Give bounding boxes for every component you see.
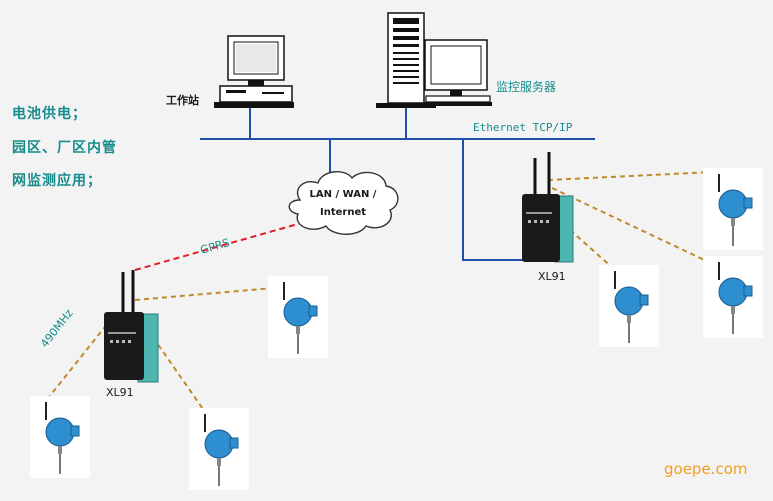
sensor-icon xyxy=(283,282,318,354)
sensor-icon xyxy=(204,414,239,486)
cloud-shape xyxy=(288,171,399,235)
cloud-line-1: LAN / WAN / xyxy=(309,189,377,200)
sensor-node-5 xyxy=(703,256,763,338)
gateway-left-icon xyxy=(104,270,159,383)
radio-link-1 xyxy=(134,286,286,301)
sensor-node-6 xyxy=(599,265,659,347)
side-note-2: 园区、厂区内管 xyxy=(12,140,117,156)
sensor-icon xyxy=(45,402,80,474)
gateway-right-icon xyxy=(522,152,574,263)
sensor-node-4 xyxy=(703,168,763,250)
cloud-label: LAN / WAN / Internet xyxy=(288,186,398,222)
sensor-node-1 xyxy=(268,276,328,358)
sensor-node-2 xyxy=(30,396,90,478)
side-note-3: 网监测应用； xyxy=(12,173,102,189)
server-label: 监控服务器 xyxy=(496,80,557,94)
sensor-icon xyxy=(718,174,753,246)
radio-link-5 xyxy=(551,187,716,266)
radio-link-6 xyxy=(549,211,616,271)
ethernet-label: Ethernet TCP/IP xyxy=(473,121,573,134)
server-icon xyxy=(376,12,492,108)
gateway-right-label: XL91 xyxy=(538,270,566,283)
sensor-node-3 xyxy=(189,408,249,490)
gateway-left-label: XL91 xyxy=(106,386,134,399)
radio-link-3 xyxy=(147,329,206,413)
workstation-icon xyxy=(214,35,294,108)
sensor-icon xyxy=(718,262,753,334)
sensor-icon xyxy=(614,271,649,343)
cloud-line-2: Internet xyxy=(319,207,366,218)
watermark: goepe.com xyxy=(664,460,748,478)
right-gateway-link xyxy=(462,139,532,261)
radio-link-4 xyxy=(547,171,714,181)
workstation-label: 工作站 xyxy=(166,94,199,107)
side-note-1: 电池供电； xyxy=(12,106,87,122)
